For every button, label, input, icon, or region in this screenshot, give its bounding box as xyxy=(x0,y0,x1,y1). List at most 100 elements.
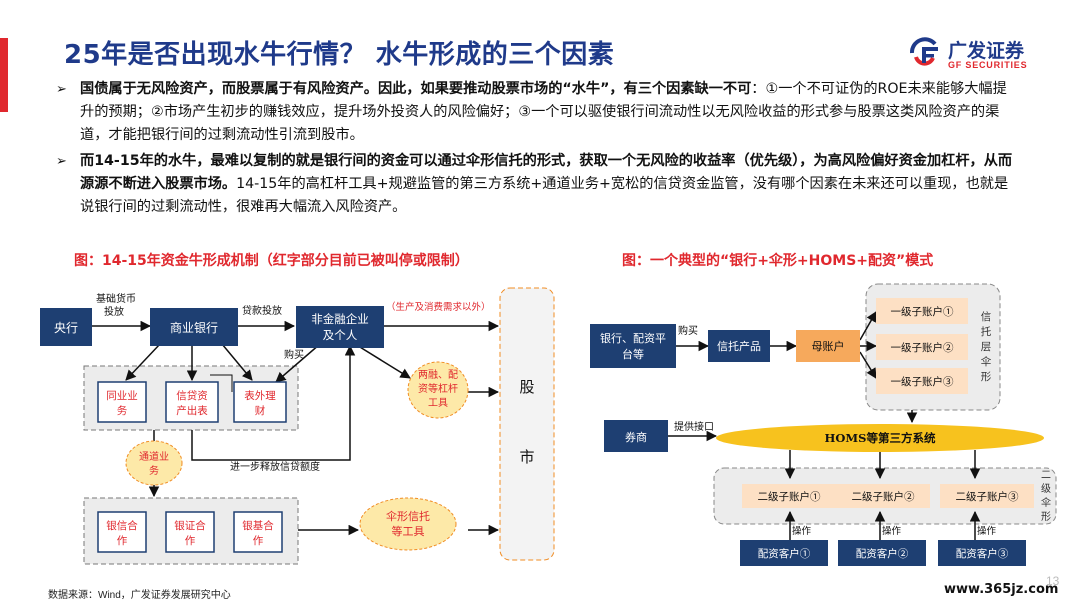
label-client-1: 配资客户① xyxy=(758,547,811,560)
label-sub2-2: 二级子账户② xyxy=(852,490,915,503)
label-interbank-2: 务 xyxy=(117,404,128,417)
label-bank-fund-2: 作 xyxy=(253,535,264,547)
label-bank-sec-1: 银证合 xyxy=(174,519,206,532)
label-nonfin-1: 非金融企业 xyxy=(311,312,369,326)
label-broker: 券商 xyxy=(625,430,647,444)
label-trust-layer-3: 层 xyxy=(981,341,992,353)
label-bank-sec-2: 作 xyxy=(185,535,196,547)
bullet-text: ：①一个不可证伪的ROE未来能够大幅提升的预期；②市场产生初步的赚钱效应，提升场… xyxy=(80,81,1007,143)
box-central-bank xyxy=(40,308,92,346)
label-operate-2: 操作 xyxy=(882,525,902,537)
logo-text-cn: 广发证券 xyxy=(948,40,1025,62)
label-credit-out-1: 信贷资 xyxy=(176,389,208,402)
bubble-margin xyxy=(407,361,469,419)
bullet-bold-text: 而14-15年的水牛，最难以复制的就是银行间的资金可以通过伞形信托的形式，获取一… xyxy=(80,153,1013,192)
label-provide: 提供接口 xyxy=(674,420,714,433)
label-loan: 贷款投放 xyxy=(242,304,282,317)
label-layer2-4: 形 xyxy=(1041,511,1051,523)
page-title: 25年是否出现水牛行情？ 水牛形成的三个因素 xyxy=(64,40,615,70)
label-operate-3: 操作 xyxy=(977,525,997,537)
caption-left: 图：14-15年资金牛形成机制（红字部分目前已被叫停或限制） xyxy=(74,253,469,269)
label-margin-3: 工具 xyxy=(428,397,448,409)
label-nonfin-2: 及个人 xyxy=(323,328,358,342)
label-channel-2: 务 xyxy=(149,464,159,477)
label-bank-platform-1: 银行、配资平 xyxy=(600,331,666,345)
box-bank-platform xyxy=(590,324,676,368)
box-nonfin xyxy=(296,306,384,348)
bullet-text: 14-15年的高杠杆工具+规避监管的第三方系统+通道业务+宽松的信贷资金监管，没… xyxy=(80,176,1009,215)
data-source: 数据来源：Wind，广发证券发展研究中心 xyxy=(48,590,231,601)
bullet-arrow-icon: ➢ xyxy=(56,82,67,97)
label-interbank-1: 同业业 xyxy=(106,390,138,402)
box-interbank xyxy=(97,381,147,423)
label-buy: 购买 xyxy=(284,348,304,361)
bullet-item: ➢ 而14-15年的水牛，最难以复制的就是银行间的资金可以通过伞形信托的形式，获… xyxy=(56,150,1016,219)
label-bank-platform-2: 台等 xyxy=(622,347,644,361)
label-bank-trust-2: 作 xyxy=(117,535,128,547)
label-operate-1: 操作 xyxy=(792,525,812,537)
label-stock-1: 股 xyxy=(519,378,534,396)
box-mother-account xyxy=(796,330,860,362)
box-sub1-1 xyxy=(876,298,968,324)
box-bank-trust xyxy=(97,511,147,553)
accent-tab xyxy=(0,38,8,112)
label-sub2-1: 二级子账户① xyxy=(758,490,821,503)
page-number: 13 xyxy=(1046,574,1060,588)
box-sub2-1 xyxy=(742,484,836,508)
label-sub1-1: 一级子账户① xyxy=(891,305,954,318)
label-trust-layer-1: 信 xyxy=(981,311,992,323)
box-client-3 xyxy=(938,540,1026,566)
label-umbrella-1: 伞形信托 xyxy=(386,509,430,523)
logo-text-en: GF SECURITIES xyxy=(948,60,1028,70)
label-bank-trust-1: 银信合 xyxy=(106,519,138,532)
label-stock-2: 市 xyxy=(519,448,534,466)
label-offbalance-1: 表外理 xyxy=(244,389,276,402)
box-sub1-3 xyxy=(876,368,968,394)
homs-system xyxy=(716,424,1044,452)
label-buy-right: 购买 xyxy=(678,324,698,337)
label-mother-account: 母账户 xyxy=(812,339,845,353)
label-nonfin-note: （生产及消费需求以外） xyxy=(386,301,491,313)
label-layer2-1: 二 xyxy=(1041,470,1051,481)
bullet-list: ➢ 国债属于无风险资产，而股票属于有风险资产。因此，如果要推动股票市场的“水牛”… xyxy=(56,78,1016,222)
label-sub2-3: 二级子账户③ xyxy=(956,490,1019,503)
label-trust-layer-4: 伞 xyxy=(981,355,992,368)
box-credit-out xyxy=(165,381,219,423)
company-logo: 广发证券 GF SECURITIES xyxy=(908,34,1048,74)
label-margin-1: 两融、配 xyxy=(418,369,458,381)
label-margin-2: 资等杠杆 xyxy=(418,382,458,395)
box-sub2-3 xyxy=(940,484,1034,508)
gf-logo-icon xyxy=(910,37,938,66)
label-trust-product: 信托产品 xyxy=(717,339,761,353)
bubble-umbrella xyxy=(359,497,457,551)
bullet-item: ➢ 国债属于无风险资产，而股票属于有风险资产。因此，如果要推动股票市场的“水牛”… xyxy=(56,78,1016,147)
bullet-arrow-icon: ➢ xyxy=(56,154,67,169)
box-bank-sec xyxy=(165,511,215,553)
box-client-1 xyxy=(740,540,828,566)
watermark: www.365jz.com xyxy=(944,582,1059,597)
label-sub1-2: 一级子账户② xyxy=(891,341,954,354)
label-base-money-2: 投放 xyxy=(104,305,124,318)
box-commercial-bank xyxy=(150,308,238,346)
label-trust-layer-2: 托 xyxy=(981,325,992,338)
box-trust-product xyxy=(708,330,770,362)
box-client-2 xyxy=(838,540,926,566)
stock-market-box xyxy=(499,287,555,561)
label-offbalance-2: 财 xyxy=(255,404,266,417)
label-trust-layer-5: 形 xyxy=(981,371,992,383)
label-client-3: 配资客户③ xyxy=(956,547,1009,560)
label-sub1-3: 一级子账户③ xyxy=(891,375,954,388)
label-bank-fund-1: 银基合 xyxy=(242,519,274,532)
box-sub1-2 xyxy=(876,334,968,360)
label-commercial-bank: 商业银行 xyxy=(170,320,218,335)
label-release: 进一步释放信贷额度 xyxy=(230,460,320,473)
box-broker xyxy=(604,420,668,452)
label-layer2-2: 级 xyxy=(1041,483,1051,495)
label-client-2: 配资客户② xyxy=(856,547,909,560)
box-offbalance xyxy=(233,381,287,423)
box-bank-fund xyxy=(233,511,283,553)
label-channel-1: 通道业 xyxy=(139,450,169,463)
label-homs: HOMS等第三方系统 xyxy=(825,431,936,445)
